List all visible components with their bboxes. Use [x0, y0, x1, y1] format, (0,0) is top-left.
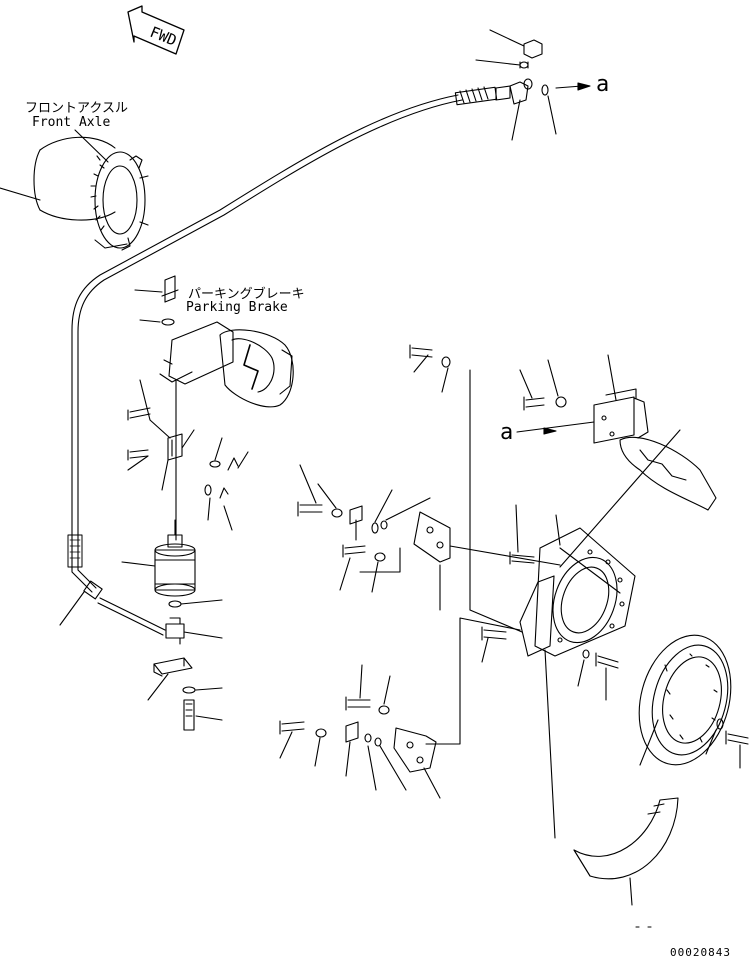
reference-a-top: a: [596, 72, 610, 97]
disc-cover: [573, 797, 679, 928]
top-center-bolt: [409, 344, 451, 393]
caliper-unit: [516, 354, 717, 511]
front-axle-label-en: Front Axle: [32, 115, 111, 130]
guide-line-join: [469, 609, 523, 633]
center-bracket-hardware: [297, 464, 561, 611]
front-axle-leader: [74, 129, 109, 163]
caliper-mounting-bracket: [481, 429, 681, 663]
brake-line-tube: [59, 94, 463, 636]
parking-brake-label-en: Parking Brake: [186, 300, 288, 315]
forward-direction-arrow: FWD: [127, 5, 185, 55]
front-axle-label-jp: フロントアクスル: [25, 101, 128, 116]
guide-line-cover: [544, 649, 556, 839]
drawing-number: 00020843: [670, 946, 731, 959]
fwd-label: FWD: [147, 23, 179, 50]
parking-brake-assembly: [134, 275, 294, 408]
front-axle-housing: [0, 136, 149, 251]
reference-a-middle: a: [500, 420, 514, 445]
left-brake-hardware: [127, 379, 249, 541]
brake-disc: [577, 634, 749, 769]
parking-brake-label-jp: パーキングブレーキ: [188, 287, 305, 302]
brake-chamber: [121, 519, 223, 731]
lower-bracket-hardware: [279, 617, 521, 799]
top-hose-fittings: [454, 29, 591, 141]
